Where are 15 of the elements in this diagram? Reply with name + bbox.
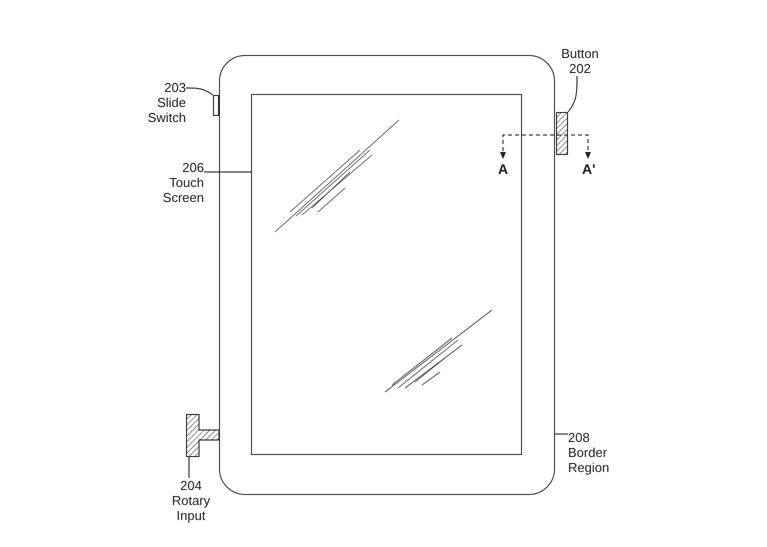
leader-line	[186, 88, 214, 96]
leader-line	[568, 76, 578, 112]
section-label: A	[498, 161, 508, 177]
leader-line	[188, 456, 190, 478]
callout-label: 204 Rotary Input	[163, 478, 219, 523]
side-button	[556, 112, 568, 155]
touch-screen	[251, 94, 522, 455]
callout-label: Button 202	[558, 46, 602, 76]
slide-switch	[213, 95, 219, 116]
callout-label: 206 Touch Screen	[150, 160, 204, 205]
section-label: A'	[582, 161, 596, 177]
callout-label: 208 Border Region	[568, 430, 628, 475]
callout-label: 203 Slide Switch	[140, 80, 186, 125]
device-body	[219, 55, 555, 495]
rotary-input-knob	[186, 414, 219, 457]
